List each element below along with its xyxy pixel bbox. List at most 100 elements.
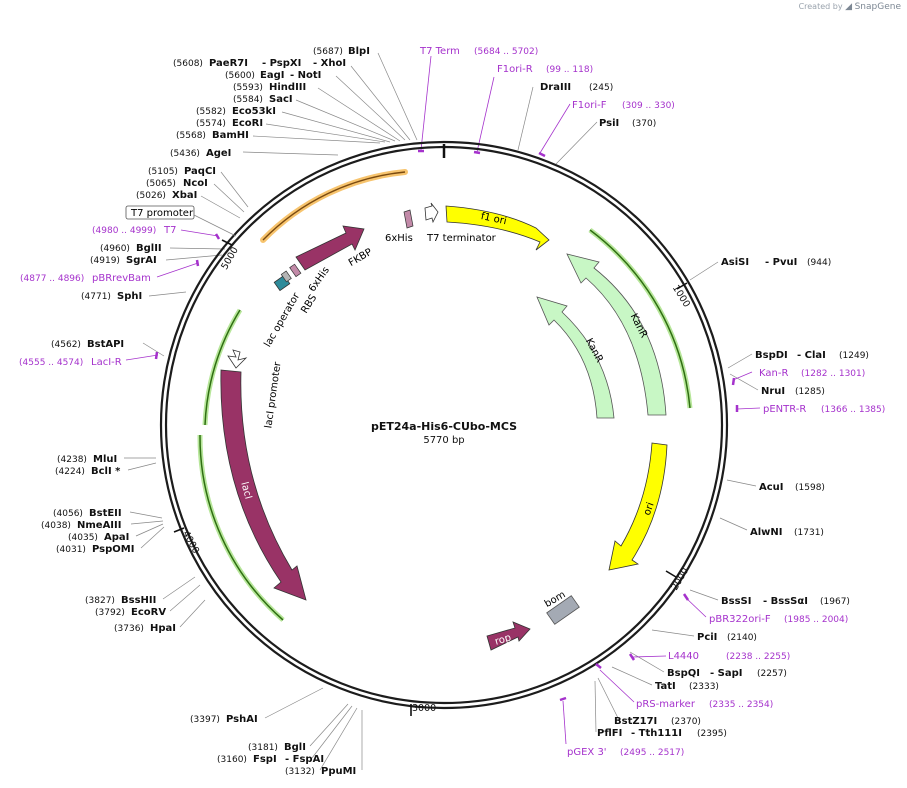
site-name-bglii: BglII <box>136 243 162 254</box>
feature-label-ori: ori <box>642 501 657 517</box>
primer-pos-pbrrevbam: (4877 .. 4896) <box>20 274 84 284</box>
feature-label-lac-operator: lac operator <box>262 290 302 349</box>
site-name-sgrai: SgrAI <box>126 255 157 266</box>
primer-name-pgex3: pGEX 3' <box>567 747 607 758</box>
site-pos-bamhi: (5568) <box>176 131 206 141</box>
orange-track-arc-core <box>262 171 406 241</box>
site-name-nrui: NruI <box>761 386 785 397</box>
site-name-alwni: AlwNI <box>750 527 783 538</box>
site-name-sphi: SphI <box>117 291 142 302</box>
site-name-tth111i: - Tth111I <box>631 728 682 739</box>
t7-promoter-label: T7 promoter <box>130 208 194 219</box>
site-pos-nrui: (1285) <box>795 387 825 397</box>
site-pos-ecori: (5574) <box>196 119 226 129</box>
site-name-noti: - NotI <box>290 70 321 81</box>
primer-name-prs-marker: pRS-marker <box>636 699 696 710</box>
feature-label-rop: rop <box>494 632 513 647</box>
site-name-bgli: BglI <box>284 742 306 753</box>
primer-leaders <box>125 55 761 745</box>
site-name-bspqi: BspQI <box>667 668 700 679</box>
site-name-paqci: PaqCI <box>184 166 216 177</box>
tick-label-2000: 2000 <box>669 566 691 592</box>
site-name-bstapi: BstAPI <box>87 339 124 350</box>
primer-pos-f1ori-r: (99 .. 118) <box>546 65 593 75</box>
primer-pos-pgex3: (2495 .. 2517) <box>620 748 684 758</box>
tick-label-1000: 1000 <box>670 283 692 309</box>
primer-name-l4440: L4440 <box>668 651 699 662</box>
site-name-fspi: FspI <box>253 754 277 765</box>
feature-fkbp <box>295 225 365 271</box>
site-pos-draiii: (245) <box>589 83 613 93</box>
primer-name-pentr-r: pENTR-R <box>763 404 806 415</box>
tick-label-3000: 3000 <box>412 703 436 714</box>
site-name-draiii: DraIII <box>540 82 571 93</box>
primer-marks <box>154 149 739 702</box>
site-pos-bsshii: (3827) <box>85 596 115 606</box>
primer-pos-l4440: (2238 .. 2255) <box>726 652 790 662</box>
site-name-blpi: BlpI <box>348 46 370 57</box>
site-pos-saci: (5584) <box>233 95 263 105</box>
site-name-asisi: AsiSI <box>721 257 749 268</box>
site-pos-paer7i: (5608) <box>173 59 203 69</box>
primer-name-t7: T7 <box>163 225 176 236</box>
feature-label-t7-terminator: T7 terminator <box>426 233 497 244</box>
site-name-acui: AcuI <box>759 482 784 493</box>
primer-name-f1ori-r: F1ori-R <box>497 64 533 75</box>
green-track-arc-left-core <box>204 309 241 426</box>
primer-pos-laci-r: (4555 .. 4574) <box>19 358 83 368</box>
site-pos-tati: (2333) <box>689 682 719 692</box>
site-name-pcii: PciI <box>697 632 717 643</box>
tick-marks <box>173 239 688 716</box>
site-pos-bsssi: (1967) <box>820 597 850 607</box>
site-name-pflfi: PflFI <box>597 728 622 739</box>
site-pos-alwni: (1731) <box>794 528 824 538</box>
plasmid-length: 5770 bp <box>423 435 464 446</box>
site-pos-apai: (4035) <box>68 533 98 543</box>
site-pos-bstapi: (4562) <box>51 340 81 350</box>
feature-label-f1-ori: f1 ori <box>480 211 508 227</box>
primer-name-pbrrevbam: pBRrevBam <box>92 273 151 284</box>
feature-f1-ori <box>445 205 550 251</box>
orange-track-arc <box>260 169 408 243</box>
site-name-saci: SacI <box>269 94 293 105</box>
primer-pos-f1ori-f: (309 .. 330) <box>622 101 675 111</box>
site-name-pshai: PshAI <box>226 714 258 725</box>
site-name-bsshii: BssHII <box>121 595 156 606</box>
feature-ori <box>608 442 668 571</box>
site-pos-ppumi: (3132) <box>285 767 315 777</box>
site-pos-paqci: (5105) <box>148 167 178 177</box>
site-pos-xbai: (5026) <box>136 191 166 201</box>
site-pos-mlui: (4238) <box>57 455 87 465</box>
site-pos-agei: (5436) <box>170 149 200 159</box>
primer-labels: T7 Term (5684 .. 5702) F1ori-R (99 .. 11… <box>19 46 885 758</box>
feature-6xhis-left <box>289 263 302 278</box>
site-name-xbai: XbaI <box>172 190 197 201</box>
backbone-outer <box>159 140 729 710</box>
site-name-mlui: MluI <box>93 454 117 465</box>
site-pos-sgrai: (4919) <box>90 256 120 266</box>
primer-name-pbr322ori-f: pBR322ori-F <box>709 614 771 625</box>
site-pos-hpai: (3736) <box>114 624 144 634</box>
site-pos-eco53ki: (5582) <box>196 107 226 117</box>
site-labels: (5687) BlpI (5608) PaeR7I - PspXI - XhoI… <box>41 46 869 777</box>
site-name-eco53ki: Eco53kI <box>232 106 276 117</box>
feature-t7-terminator <box>424 202 439 224</box>
site-name-sapi: - SapI <box>710 668 742 679</box>
site-name-fspai: - FspAI <box>285 754 324 765</box>
credit-prefix: Created by <box>798 2 843 11</box>
plasmid-name: pET24a-His6-CUbo-MCS <box>371 420 517 433</box>
site-name-eagi: EagI <box>260 70 284 81</box>
site-pos-bstz17i: (2370) <box>671 717 701 727</box>
site-pos-bcli: (4224) <box>55 467 85 477</box>
site-name-bstz17i: BstZ17I <box>614 716 657 727</box>
site-pos-acui: (1598) <box>795 483 825 493</box>
site-pos-eagi: (5600) <box>225 71 255 81</box>
site-pos-bsteii: (4056) <box>53 509 83 519</box>
primer-name-laci-r: LacI-R <box>91 357 122 368</box>
feature-laci <box>220 369 307 601</box>
site-pos-pcii: (2140) <box>727 633 757 643</box>
feature-6xhis-center <box>403 209 414 229</box>
site-name-psii: PsiI <box>599 118 619 129</box>
site-name-ncoi: NcoI <box>183 178 208 189</box>
